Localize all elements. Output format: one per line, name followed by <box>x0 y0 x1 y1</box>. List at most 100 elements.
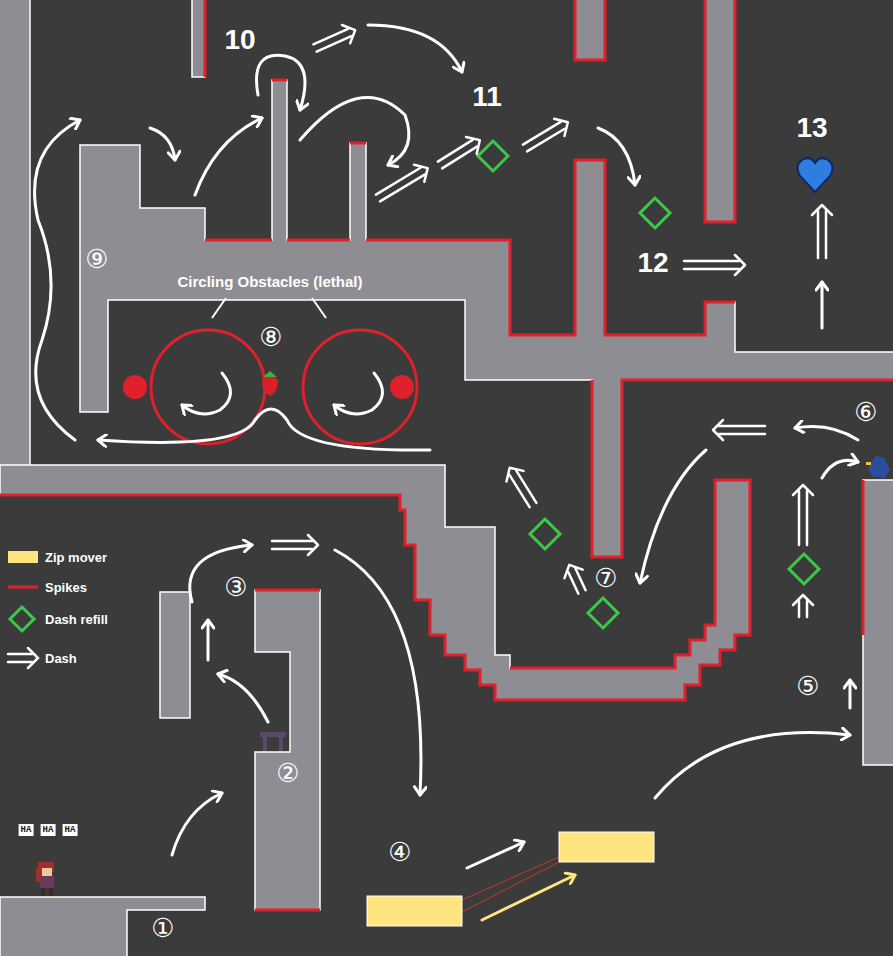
zip-movers <box>367 832 654 926</box>
dash-arrow <box>793 595 813 617</box>
spike-line <box>592 380 893 557</box>
rotation-arrow <box>182 373 231 414</box>
leg <box>49 888 53 896</box>
dash-arrow <box>812 205 832 258</box>
dash-refill <box>530 519 560 549</box>
arrow <box>640 450 706 583</box>
dash-arrow <box>501 462 541 510</box>
arrow <box>467 842 524 868</box>
arrow <box>368 25 462 72</box>
callout-number: 13 <box>796 112 827 144</box>
dash-arrow <box>713 420 765 440</box>
ceiling-pillar <box>705 0 735 222</box>
crystal-heart <box>797 158 832 192</box>
arrow <box>150 128 175 160</box>
dash-arrow <box>684 255 745 275</box>
zip-mover <box>367 896 462 926</box>
ceiling-pillar <box>575 0 605 60</box>
taunt-text: HA <box>19 824 34 836</box>
legend-sample <box>8 648 38 668</box>
start-floor <box>0 897 205 956</box>
strawberry-leaf <box>263 371 277 377</box>
arrow <box>655 733 850 798</box>
leader-line <box>212 298 226 318</box>
spike-line <box>272 79 287 82</box>
right-wall <box>863 480 893 765</box>
legend-label: Spikes <box>45 580 87 595</box>
arrow <box>257 55 305 110</box>
spike-line <box>705 0 735 222</box>
legend-sample <box>10 607 34 631</box>
dash-arrow <box>272 535 318 555</box>
dash-refills <box>10 141 819 631</box>
zip-track <box>462 862 559 912</box>
movement-arrows <box>35 25 858 868</box>
obstacle-note: Circling Obstacles (lethal) <box>177 273 362 290</box>
spike-line <box>205 239 272 242</box>
arrow <box>849 680 852 708</box>
upper-mass <box>80 80 893 557</box>
orbit <box>303 330 417 444</box>
spike-line <box>862 480 865 635</box>
arrow <box>207 620 210 660</box>
spike-line <box>350 142 366 145</box>
dash-arrow <box>435 132 485 174</box>
leg <box>41 888 45 896</box>
rotation-arrow <box>334 373 383 414</box>
spike-line <box>0 480 750 700</box>
dash-refill <box>478 141 508 171</box>
strawberry <box>262 371 278 396</box>
spring-part <box>279 737 283 751</box>
legend-label: Dash refill <box>45 612 108 627</box>
bird <box>866 456 890 478</box>
spike-line <box>366 160 735 335</box>
callout-number: ① <box>151 913 174 943</box>
callout-number: ⑨ <box>85 244 108 274</box>
dash-arrow <box>520 114 573 157</box>
spike-line <box>255 909 320 912</box>
legend-label: Dash <box>45 651 77 666</box>
pillar <box>255 590 320 910</box>
spikes <box>0 0 893 910</box>
spring-part <box>260 732 286 737</box>
arrow <box>822 460 858 478</box>
dash-arrow <box>560 561 591 597</box>
callout-number: 11 <box>472 81 502 113</box>
arrow <box>35 120 80 440</box>
arrow <box>300 97 409 165</box>
legend-sample <box>8 586 38 589</box>
arrow <box>98 409 430 450</box>
arrow <box>190 545 252 602</box>
arrow <box>218 674 268 722</box>
arrow <box>821 282 824 328</box>
arrow <box>598 128 635 185</box>
bird-body <box>868 456 890 478</box>
callout-number: ⑥ <box>854 397 877 427</box>
arrow <box>195 118 262 195</box>
taunt-text: HA <box>63 824 78 836</box>
dash-arrow <box>311 21 359 57</box>
pillar <box>160 592 190 718</box>
spring-part <box>263 737 267 751</box>
spike-line <box>575 0 605 60</box>
callout-number: ⑦ <box>594 563 617 593</box>
dash-refill <box>588 598 618 628</box>
spike-line <box>204 0 207 77</box>
dash-arrow <box>793 485 813 545</box>
callout-number: 12 <box>637 247 668 279</box>
arrow <box>335 550 421 795</box>
zip-mover <box>559 832 654 862</box>
dash-refill <box>789 554 819 584</box>
strawberry-body <box>262 376 278 396</box>
obstacle <box>390 375 414 399</box>
body <box>40 876 54 888</box>
legend-label: Zip mover <box>45 550 107 565</box>
player-character <box>36 862 54 896</box>
callout-number: ⑧ <box>259 322 282 352</box>
arrow <box>795 427 858 441</box>
spring <box>260 732 286 751</box>
leader-line <box>312 298 326 318</box>
